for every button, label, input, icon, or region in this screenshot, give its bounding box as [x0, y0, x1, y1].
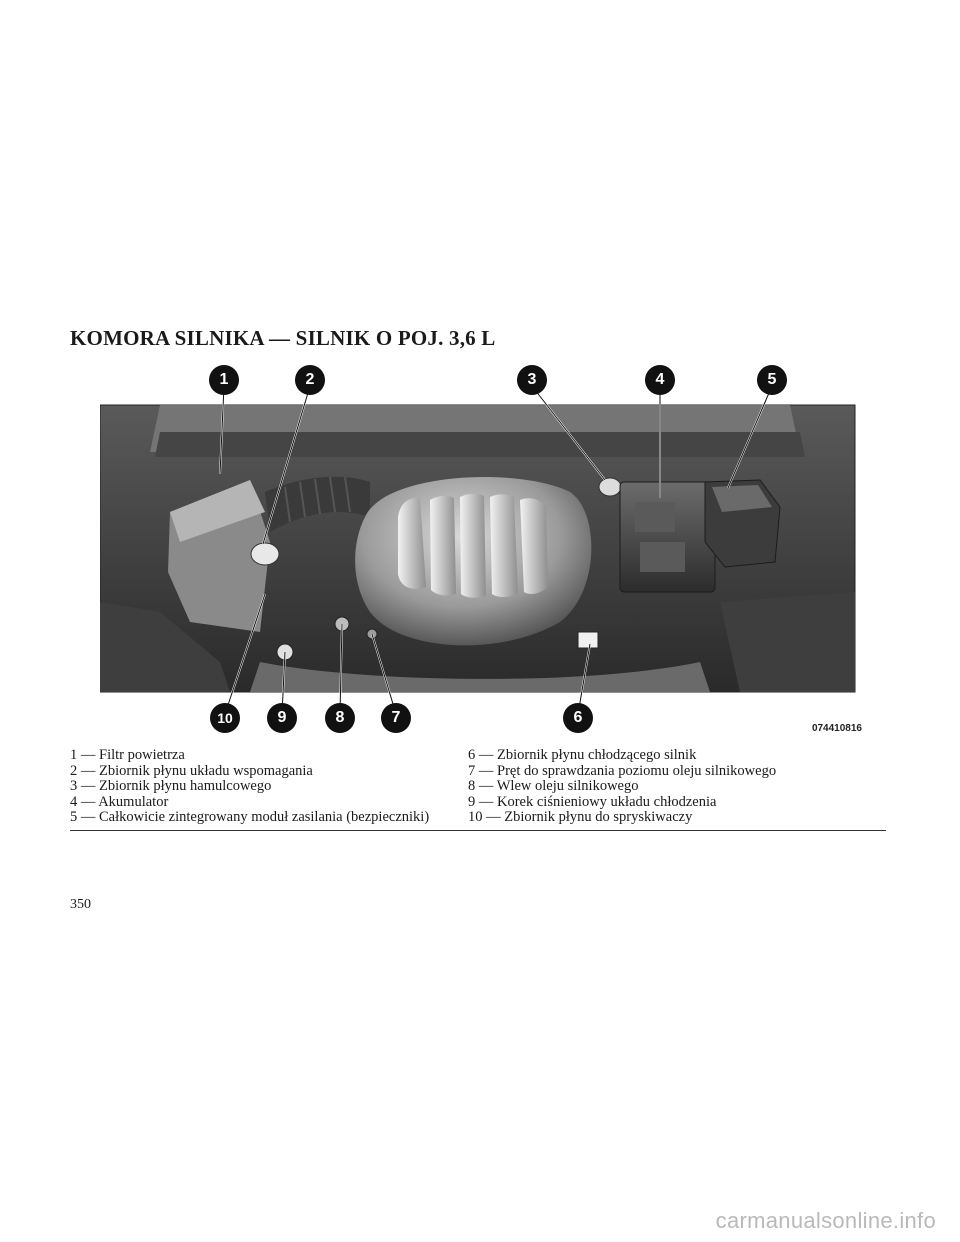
legend-item: 9 — Korek ciśnieniowy układu chłodzenia: [468, 793, 717, 810]
engine-compartment-figure: 1 2 3 4 5 6 7 8 9 10 074410816: [100, 362, 870, 742]
callout-9: 9: [267, 703, 297, 733]
legend-item: 7 — Pręt do sprawdzania poziomu oleju si…: [468, 762, 777, 779]
page-number: 350: [70, 897, 91, 912]
legend-item: 6 — Zbiornik płynu chłodzącego silnik: [468, 747, 697, 763]
battery-shape: [619, 481, 716, 593]
legend-item: 8 — Wlew oleju silnikowego: [468, 778, 639, 795]
callout-1: 1: [209, 365, 239, 395]
watermark: carmanualsonline.info: [715, 1208, 936, 1233]
callout-2: 2: [295, 365, 325, 395]
callout-5: 5: [757, 365, 787, 395]
callout-10: 10: [210, 703, 240, 733]
legend-item: 10 — Zbiornik płynu do spryskiwaczy: [468, 809, 693, 826]
legend-column-right: 6 — Zbiornik płynu chłodzącego silnik 7 …: [468, 747, 886, 826]
section-title: KOMORA SILNIKA — SILNIK O POJ. 3,6 L: [70, 326, 496, 350]
legend-item: 2 — Zbiornik płynu układu wspomagania: [70, 762, 313, 779]
engine-compartment-illustration: [100, 385, 856, 715]
legend-item: 1 — Filtr powietrza: [70, 747, 185, 763]
callout-4: 4: [645, 365, 675, 395]
legend-item: 3 — Zbiornik płynu hamulcowego: [70, 778, 272, 795]
callout-6: 6: [563, 703, 593, 733]
legend-item: 5 — Całkowicie zintegrowany moduł zasila…: [70, 809, 430, 826]
callout-3: 3: [517, 365, 547, 395]
figure-code: 074410816: [811, 723, 862, 734]
callout-7: 7: [381, 703, 411, 733]
legend-item: 4 — Akumulator: [70, 793, 169, 810]
legend-column-left: 1 — Filtr powietrza 2 — Zbiornik płynu u…: [70, 747, 470, 826]
legend-divider: [70, 830, 886, 831]
callout-8: 8: [325, 703, 355, 733]
